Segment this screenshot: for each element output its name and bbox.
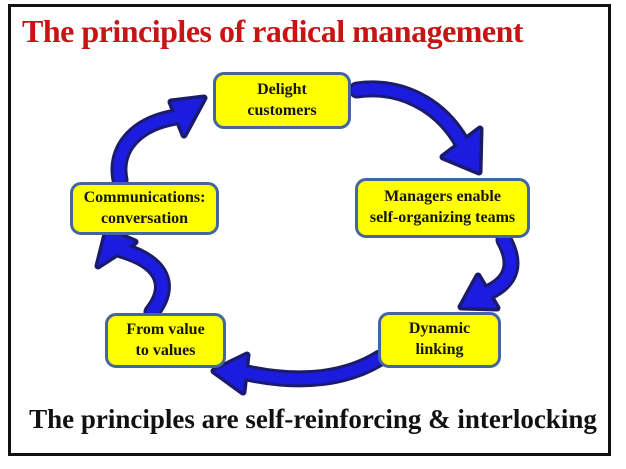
- node-label: Delight customers: [247, 80, 317, 119]
- node-managers-enable-self-organizing-teams: Managers enable self-organizing teams: [355, 178, 530, 238]
- arrow-delight-customers-to-managers-enable: [348, 80, 484, 176]
- arrow-from-value-to-values-to-communications-conversation: [94, 226, 171, 321]
- node-dynamic-linking: Dynamic linking: [378, 312, 501, 368]
- node-label: Communications: conversation: [83, 188, 206, 227]
- arrow-managers-enable-to-dynamic-linking: [457, 231, 520, 312]
- node-delight-customers: Delight customers: [213, 72, 351, 129]
- node-communications-conversation: Communications: conversation: [70, 182, 219, 235]
- node-label: From value to values: [126, 320, 205, 359]
- node-label: Dynamic linking: [408, 320, 471, 358]
- node-from-value-to-values: From value to values: [105, 313, 226, 368]
- slide-footer: The principles are self-reinforcing & in…: [29, 404, 597, 434]
- arrow-communications-conversation-to-delight-customers: [110, 94, 208, 189]
- node-label: Managers enable self-organizing teams: [369, 188, 516, 226]
- arrow-dynamic-linking-to-from-value-to-values: [210, 349, 389, 396]
- slide-title: The principles of radical management: [22, 13, 524, 49]
